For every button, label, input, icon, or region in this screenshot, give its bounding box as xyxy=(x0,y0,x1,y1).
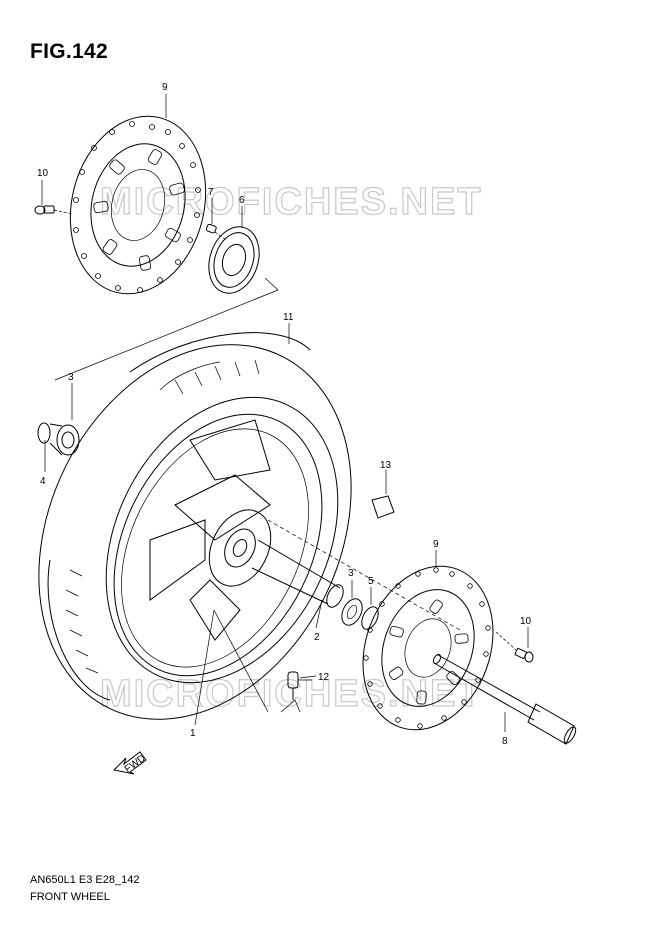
leader-lines-top xyxy=(41,94,290,472)
callout-10-left: 10 xyxy=(37,168,49,179)
callout-13: 13 xyxy=(380,460,392,471)
spacer xyxy=(251,519,461,631)
callout-10-right: 10 xyxy=(520,616,532,627)
figure-title: FIG.142 xyxy=(30,40,108,63)
callout-5: 5 xyxy=(368,576,374,587)
callout-12: 12 xyxy=(318,672,330,683)
brake-disc-top xyxy=(69,115,207,295)
sensor-rotor xyxy=(208,226,260,294)
figure-code: AN650L1 E3 E28_142 xyxy=(30,874,140,886)
bearing-left xyxy=(37,422,80,456)
callout-3-right: 3 xyxy=(348,568,354,579)
front-axle xyxy=(432,653,577,745)
disc-bolt-right xyxy=(495,627,534,663)
figure-caption: FRONT WHEEL xyxy=(30,891,110,903)
callout-3-left: 3 xyxy=(68,372,74,383)
sensor-bolt xyxy=(205,223,227,241)
bearing-right xyxy=(341,598,379,630)
wheel-rim xyxy=(113,413,323,677)
callout-4: 4 xyxy=(40,476,46,487)
callout-1: 1 xyxy=(190,728,196,739)
disc-bolt-left xyxy=(34,205,73,215)
callout-2: 2 xyxy=(314,632,320,643)
brake-disc-right xyxy=(362,565,494,731)
callout-8: 8 xyxy=(502,736,508,747)
forward-arrow-label: FWD xyxy=(123,753,148,775)
wheel-hub xyxy=(174,474,272,587)
watermark-bottom: MICROFICHES.NET xyxy=(100,673,483,715)
leader-lines-bottom xyxy=(194,550,437,726)
callout-9-top: 9 xyxy=(162,82,168,93)
balancer-clip xyxy=(371,470,395,519)
callout-7: 7 xyxy=(208,187,214,198)
callout-9-right: 9 xyxy=(433,539,439,550)
callout-6: 6 xyxy=(239,195,245,206)
callout-labels: 9 10 7 6 11 3 4 13 9 3 5 2 10 12 1 8 xyxy=(37,82,532,747)
front-tire xyxy=(38,332,352,720)
watermark-top: MICROFICHES.NET xyxy=(100,181,483,223)
forward-arrow: FWD xyxy=(112,751,148,775)
tire-valve xyxy=(287,671,312,700)
callout-11: 11 xyxy=(283,312,294,323)
